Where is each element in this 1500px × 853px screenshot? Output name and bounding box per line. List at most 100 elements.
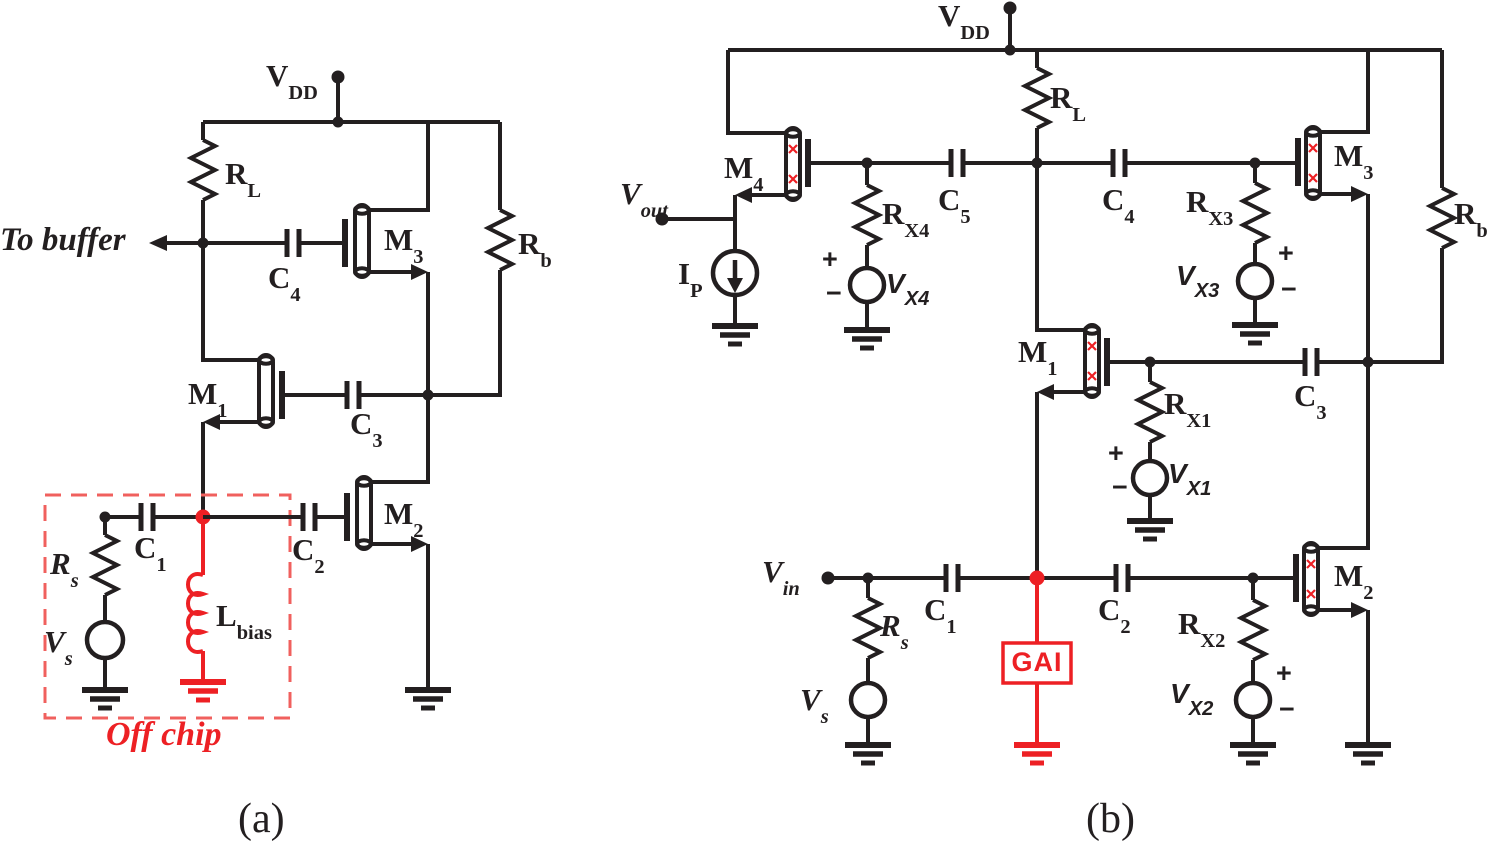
drain-wire [371,395,430,484]
ground-symbol [1230,745,1276,763]
ground-symbol [82,690,128,708]
b-mosfet-M1 [1035,163,1150,578]
b-capacitor-C4 [1037,149,1255,177]
b-vx1-minus-sign: − [1112,472,1128,502]
drain-wire [726,50,786,135]
a-capacitor-C3 [282,381,428,409]
ground-symbol-red [180,682,226,700]
b-red-x-marks [788,143,1318,599]
a-mosfet-M2 [344,395,451,708]
ground-symbol [1232,325,1278,343]
b-resistor-Rb [1362,50,1459,368]
a-mosfet-M1 [201,243,285,517]
b-vdd-label: VDD [938,0,990,44]
a-rs-label: Rs [50,546,79,592]
b-rl-label: RL [1050,80,1087,126]
a-c1-label: C1 [134,530,167,576]
a-source-Vs [82,619,128,708]
a-to-buffer-arrow [149,235,209,251]
b-source-Vs [845,680,891,763]
source-arrowhead [411,264,428,280]
b-vx2-minus-sign: − [1279,694,1295,724]
b-c1-label: C1 [924,592,957,638]
left-arrowhead [149,235,167,251]
b-c3-label: C3 [1294,378,1327,424]
source-arrowhead [1351,602,1368,618]
b-resistor-RX3 [1238,157,1272,264]
a-capacitor-C1 [99,503,203,531]
b-vx3-label: VX3 [1176,260,1220,303]
source-arrowhead [735,187,752,203]
b-vx3-plus-sign: + [1278,238,1294,268]
b-m3-label: M3 [1334,138,1374,184]
b-rx3-label: RX3 [1186,184,1234,230]
b-vx4-plus-sign: + [822,244,838,274]
b-current-source-IP [712,248,758,344]
a-m1-label: M1 [188,376,228,422]
a-resistor-RL [186,122,220,243]
b-rail-node-dot [1004,44,1016,56]
b-vx2-label: VX2 [1170,678,1214,721]
a-vdd-terminal-dot [331,70,345,84]
a-power-rail [203,70,500,128]
drain-wire [201,243,259,362]
b-source-VX3 [1232,261,1278,343]
b-vs-label: Vs [800,682,829,728]
b-rb-label: Rb [1454,196,1488,242]
caption-b: (b) [1086,796,1135,842]
a-rb-label: Rb [518,226,552,272]
source-arrowhead [1037,384,1054,400]
b-vx4-minus-sign: − [826,278,842,308]
b-mosfet-M3 [1255,50,1370,362]
a-c4-label: C4 [268,260,301,306]
b-resistor-RX2 [1236,572,1270,683]
ground-symbol [844,330,890,348]
b-c2-label: C2 [1098,592,1131,638]
a-capacitor-C2 [203,503,347,531]
b-capacitor-C3 [1150,348,1368,376]
ground-symbol [845,745,891,763]
b-vout-label: Vout [620,176,668,222]
b-resistor-RX4 [850,157,884,268]
b-capacitor-C5 [867,149,1037,177]
drain-wire [1035,163,1085,332]
b-resistor-RL [1020,50,1054,169]
a-capacitor-C4 [203,229,345,257]
drain-wire [369,122,430,212]
a-rl-label: RL [225,156,262,202]
b-ip-label: IP [678,256,703,302]
a-lbias-label: Lbias [216,598,272,644]
a-off-chip-label: Off chip [106,716,222,753]
ground-symbol [712,326,758,344]
a-vs-label: Vs [44,624,73,670]
circuit-a [43,70,517,720]
b-vx1-plus-sign: + [1108,438,1124,468]
a-c3-label: C3 [350,406,383,452]
b-c4-label: C4 [1102,182,1135,228]
a-mosfet-M3 [342,122,430,395]
b-rx1-label: RX1 [1164,386,1212,432]
b-vx1-label: VX1 [1168,458,1212,501]
a-resistor-Rs [88,517,122,622]
drain-wire [1320,50,1370,134]
b-power-rail [728,1,1442,56]
a-m3-label: M3 [384,222,424,268]
a-rail-node-dot [332,116,344,128]
a-vdd-label: VDD [266,58,318,104]
ground-symbol [405,690,451,708]
b-rx2-label: RX2 [1178,606,1226,652]
b-output-Vout [655,212,735,226]
b-vin-label: Vin [762,554,800,600]
b-resistor-RX1 [1133,356,1167,461]
b-vdd-terminal-dot [1003,1,1017,15]
b-c5-label: C5 [938,182,971,228]
circuit-b [655,1,1459,764]
b-m4-label: M4 [724,150,764,196]
b-vx3-minus-sign: − [1281,274,1297,304]
ground-symbol [1345,745,1391,763]
b-m1-label: M1 [1018,334,1058,380]
b-source-VX1 [1127,458,1173,539]
a-to-buffer-label: To buffer [0,222,126,258]
